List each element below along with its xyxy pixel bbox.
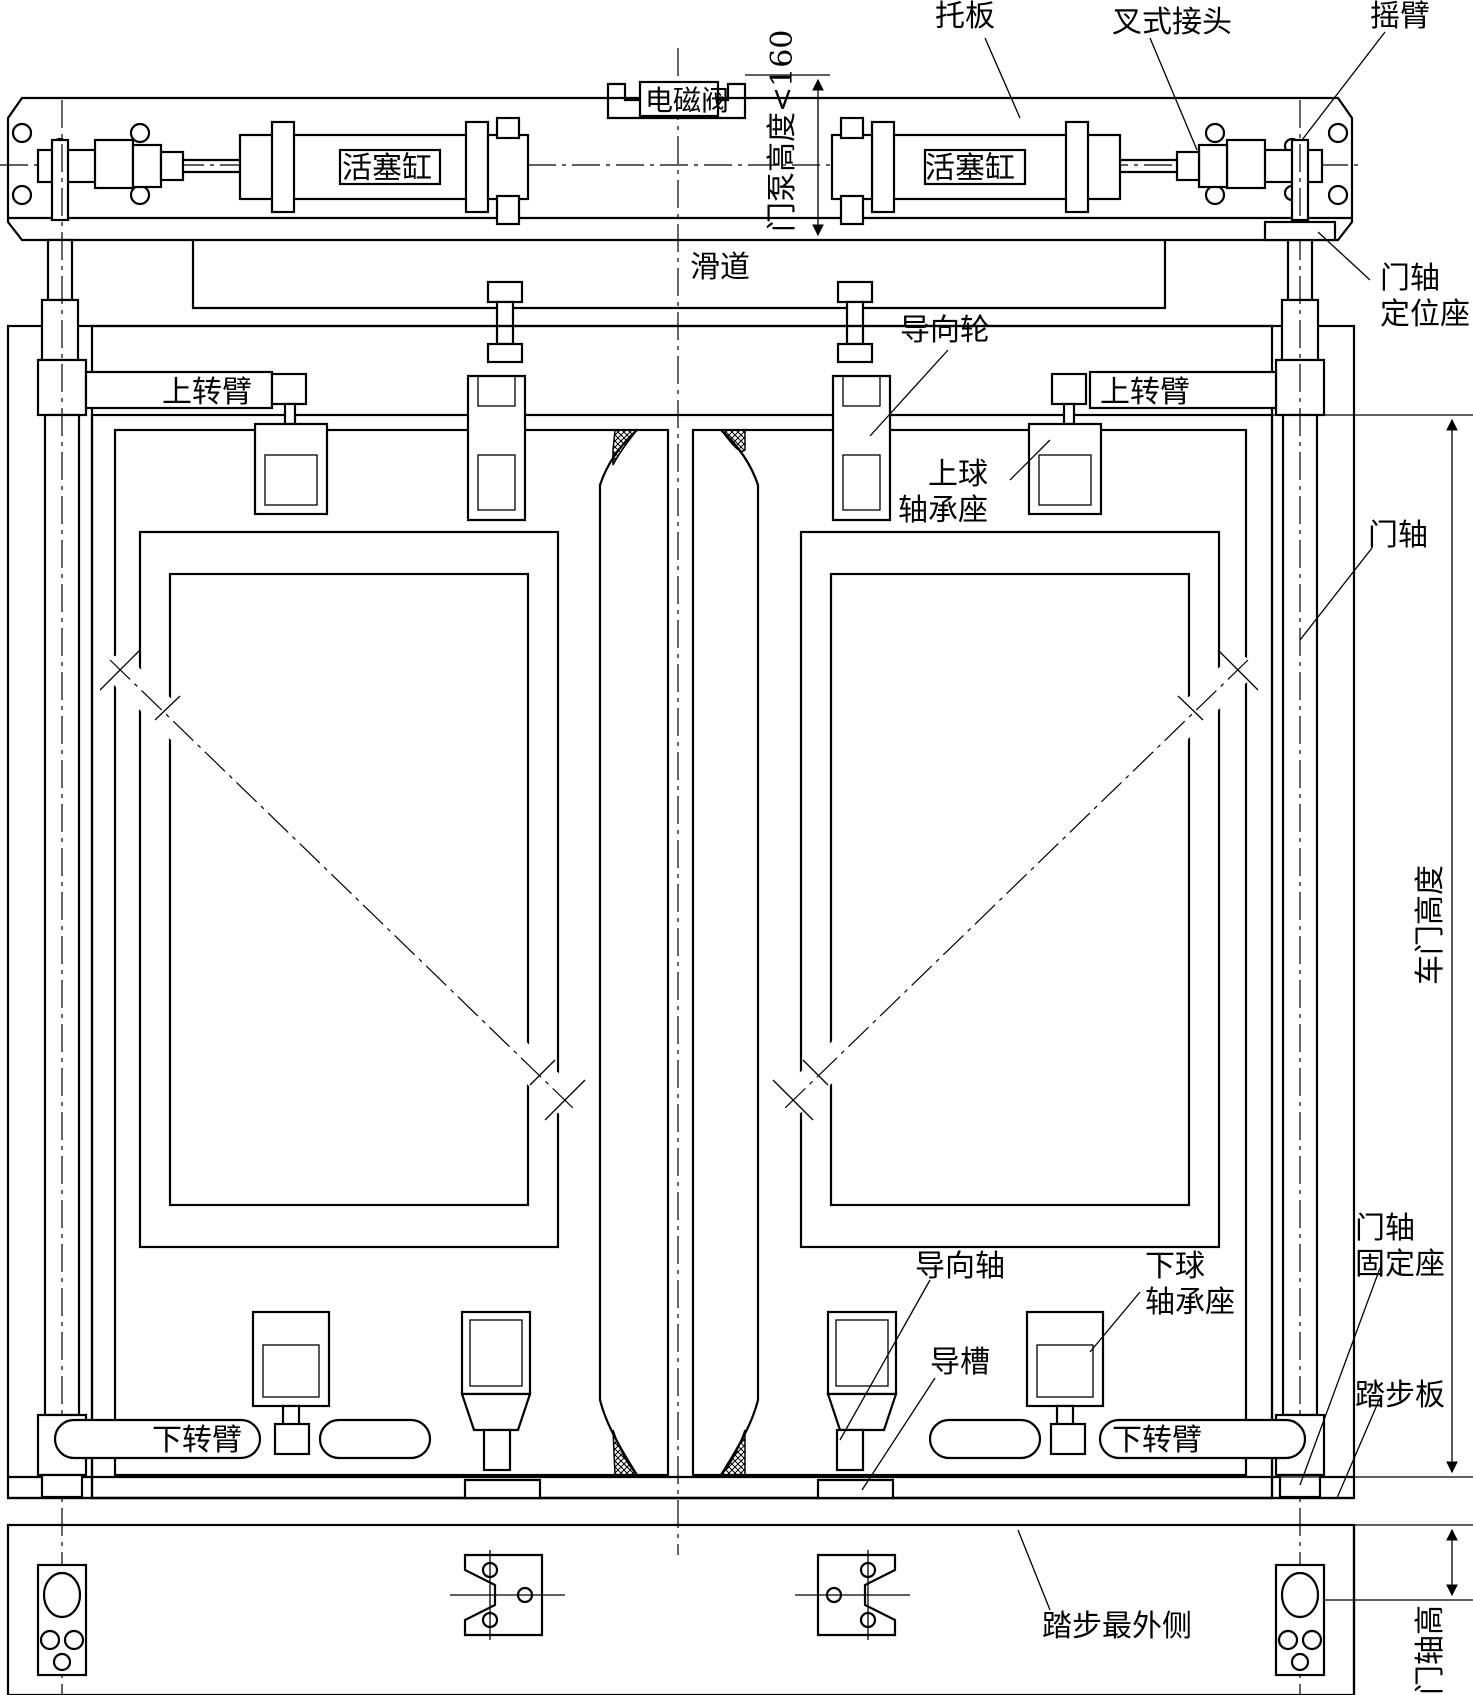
lower-swing-arm-right: 下转臂 bbox=[928, 1418, 1307, 1460]
slide-rail: 滑道 bbox=[191, 240, 1167, 310]
lower-bearing-seat-left bbox=[251, 1310, 331, 1428]
left-piston-cylinder: 活塞缸 bbox=[36, 116, 530, 226]
door-frame bbox=[6, 324, 1356, 1500]
label-mounting-plate: 托板 bbox=[935, 0, 995, 34]
label-piston-cylinder-left: 活塞缸 bbox=[342, 151, 432, 186]
shaft-height-dimension: 门轴高 bbox=[1324, 1524, 1473, 1695]
label-upper-bearing-2: 轴承座 bbox=[898, 493, 988, 528]
door-shaft-left bbox=[36, 100, 88, 1695]
label-upper-bearing-1: 上球 bbox=[928, 457, 988, 492]
label-shaft-height: 门轴高 bbox=[1413, 1605, 1448, 1695]
label-fork-joint: 叉式接头 bbox=[1112, 5, 1232, 40]
label-upper-arm-left: 上转臂 bbox=[162, 375, 252, 410]
pump-height-dimension: 门泵高度<160 bbox=[745, 30, 830, 241]
label-rocker-arm: 摇臂 bbox=[1370, 0, 1430, 34]
upper-guide-block-left bbox=[466, 374, 527, 522]
upper-swing-arm-right: 上转臂 bbox=[1050, 370, 1278, 426]
door-height-dimension: 车门高度 bbox=[1272, 414, 1473, 1478]
label-lower-arm-right: 下转臂 bbox=[1112, 1423, 1202, 1458]
label-lower-bearing-1: 下球 bbox=[1145, 1249, 1205, 1284]
label-lower-arm-left: 下转臂 bbox=[152, 1423, 242, 1458]
door-leaf-right bbox=[691, 428, 1248, 1477]
label-door-shaft: 门轴 bbox=[1368, 518, 1428, 553]
label-door-height: 车门高度 bbox=[1413, 865, 1448, 985]
label-piston-cylinder-right: 活塞缸 bbox=[925, 151, 1015, 186]
label-step-board: 踏步板 bbox=[1355, 1378, 1445, 1413]
label-pump-height: 门泵高度<160 bbox=[765, 30, 800, 232]
grab-rail-left bbox=[99, 649, 586, 1121]
label-shaft-fixed-seat-1: 门轴 bbox=[1355, 1211, 1415, 1246]
step-guide-bracket-left bbox=[450, 1550, 565, 1640]
guide-wheel-right bbox=[836, 280, 874, 364]
label-guide-shaft: 导向轴 bbox=[915, 1249, 1005, 1284]
label-guide-groove: 导槽 bbox=[930, 1345, 990, 1380]
label-slide-rail: 滑道 bbox=[690, 250, 750, 285]
mounting-plate bbox=[0, 96, 1360, 242]
door-leaf-left bbox=[113, 428, 670, 1477]
right-piston-cylinder: 活塞缸 bbox=[830, 116, 1324, 226]
upper-guide-block-right bbox=[831, 374, 892, 522]
lower-bearing-seat-right bbox=[1025, 1310, 1105, 1428]
label-shaft-locator-1: 门轴 bbox=[1380, 261, 1440, 296]
lower-guide-left bbox=[460, 1310, 542, 1500]
label-guide-wheel: 导向轮 bbox=[900, 313, 990, 348]
door-shaft-right bbox=[1263, 100, 1337, 1695]
lower-swing-arm-left: 下转臂 bbox=[53, 1418, 432, 1460]
upper-swing-arm-left: 上转臂 bbox=[84, 370, 308, 426]
label-shaft-locator-2: 定位座 bbox=[1380, 297, 1470, 332]
label-solenoid-valve: 电磁阀 bbox=[645, 84, 729, 117]
guide-wheel-left bbox=[486, 280, 524, 364]
label-shaft-fixed-seat-2: 固定座 bbox=[1355, 1247, 1445, 1282]
step-board bbox=[6, 1523, 1356, 1695]
solenoid-valve: 电磁阀 bbox=[606, 80, 747, 120]
leader-lines bbox=[839, 31, 1386, 1611]
label-lower-bearing-2: 轴承座 bbox=[1145, 1285, 1235, 1320]
step-guide-bracket-right bbox=[795, 1550, 910, 1640]
label-step-outermost: 踏步最外侧 bbox=[1042, 1609, 1192, 1644]
upper-bearing-seat-left bbox=[253, 422, 329, 516]
door-seal bbox=[598, 429, 760, 1476]
upper-bearing-seat-right bbox=[1027, 422, 1103, 516]
lower-guide-right bbox=[816, 1310, 898, 1500]
label-upper-arm-right: 上转臂 bbox=[1100, 375, 1190, 410]
grab-rail-right bbox=[772, 649, 1259, 1121]
